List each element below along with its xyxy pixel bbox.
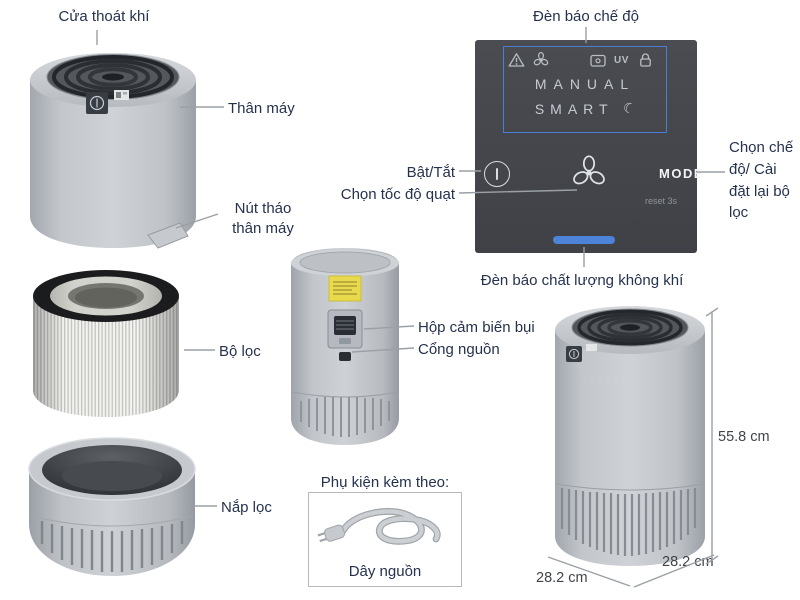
back-view-image — [291, 248, 399, 445]
moon-icon: ☾ — [620, 98, 638, 118]
label-filter: Bộ lọc — [219, 343, 261, 360]
electrolux-logo-icon-small — [566, 346, 582, 362]
base-vents — [560, 488, 697, 556]
mode-text-smart: SMART — [534, 100, 614, 117]
label-power-port: Cổng nguồn — [418, 341, 500, 358]
label-power: Bật/Tắt — [406, 164, 455, 181]
filter-image — [33, 270, 179, 417]
label-dust-sensor: Hộp cảm biến bụi — [418, 319, 535, 336]
reset-hint: reset 3s — [645, 196, 678, 206]
full-product-image — [555, 306, 705, 566]
product-sticker — [114, 90, 129, 100]
air-quality-bar — [553, 236, 615, 244]
electrolux-logo-icon — [86, 92, 108, 114]
back-vents — [300, 397, 390, 437]
lock-icon — [640, 53, 651, 67]
warning-icon — [508, 53, 525, 67]
accessories-box: Dây nguồn — [308, 492, 462, 587]
control-panel-image: UV MANUAL SMART ☾ MODE reset 3s — [475, 40, 703, 253]
air-outlet-grille-small — [571, 308, 689, 347]
mode-indicator-frame — [503, 46, 667, 133]
dimension-width: 28.2 cm — [536, 570, 588, 586]
power-port — [339, 352, 351, 361]
dimension-depth: 28.2 cm — [662, 554, 714, 570]
uv-icon: UV — [614, 55, 629, 66]
fan-speed-button — [573, 155, 605, 185]
cover-vents — [40, 521, 184, 572]
mode-text-smart-row: SMART ☾ — [503, 98, 667, 118]
power-cord-image — [317, 508, 441, 545]
fan-mode-icon — [533, 52, 549, 66]
dimension-height: 55.8 cm — [718, 429, 770, 445]
air-outlet-grille — [46, 54, 180, 100]
label-power-cord: Dây nguồn — [348, 563, 422, 580]
label-accessories-title: Phụ kiện kèm theo: — [320, 474, 450, 491]
label-body: Thân máy — [228, 100, 295, 117]
plug-icon — [317, 524, 346, 543]
label-air-outlet: Cửa thoát khí — [58, 8, 150, 25]
mode-text-manual: MANUAL — [534, 76, 636, 92]
dust-sensor-module — [327, 309, 363, 349]
label-mode-indicator: Đèn báo chế độ — [533, 8, 639, 25]
spec-sticker — [328, 275, 362, 302]
main-unit-image — [30, 53, 196, 249]
label-mode-select: Chọn chế độ/ Cài đặt lại bộ lọc — [729, 139, 794, 222]
mode-button: MODE — [659, 166, 704, 181]
label-release-button: Nút tháo thân máy — [232, 200, 294, 237]
power-button — [484, 161, 510, 187]
display-mode-icon — [590, 54, 606, 67]
label-air-quality: Đèn báo chất lượng không khí — [480, 272, 684, 289]
release-button-notch — [147, 222, 189, 249]
filter-cover-image — [28, 437, 196, 576]
label-fan-speed: Chọn tốc độ quạt — [340, 186, 455, 203]
power-bar-icon — [495, 167, 498, 180]
label-filter-cover: Nắp lọc — [221, 499, 272, 516]
product-sticker-small — [586, 344, 597, 351]
